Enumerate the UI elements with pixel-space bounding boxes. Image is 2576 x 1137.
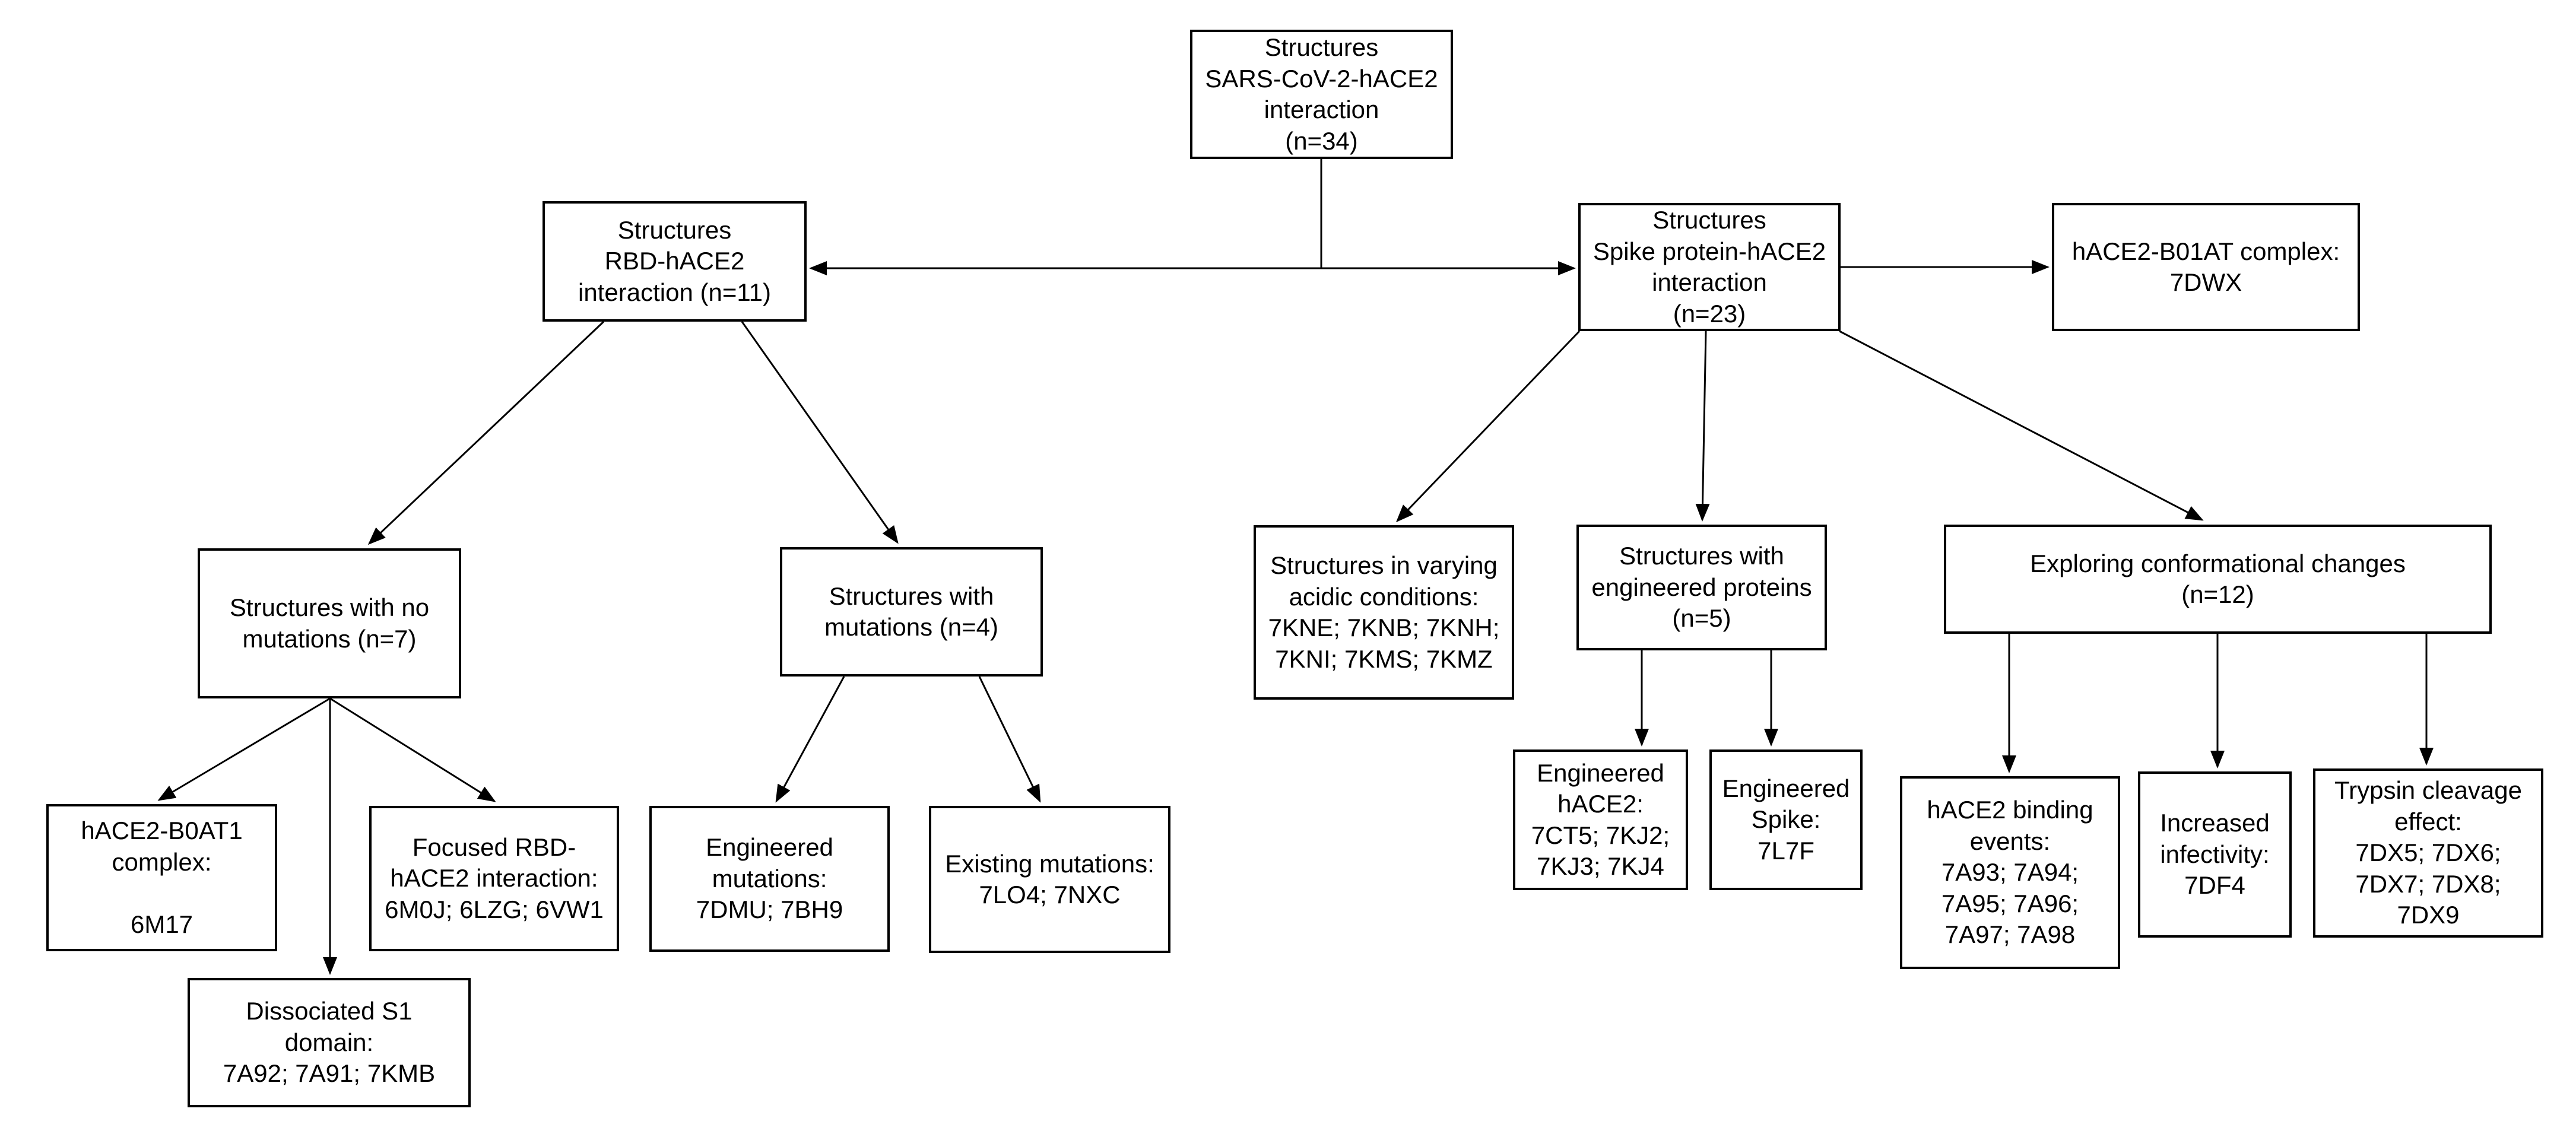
edge-mut-to-engineered-mutations — [775, 676, 845, 803]
node-increased-infectivity: Increased infectivity: 7DF4 — [2138, 771, 2292, 938]
node-spike-hace2: Structures Spike protein-hACE2 interacti… — [1578, 203, 1841, 331]
edge-rbd-to-with-mutations — [741, 321, 899, 544]
node-acidic-conditions: Structures in varying acidic conditions:… — [1254, 525, 1514, 700]
node-trypsin-cleavage: Trypsin cleavage effect: 7DX5; 7DX6; 7DX… — [2313, 768, 2543, 938]
node-acidic-conditions-label: Structures in varying acidic conditions:… — [1268, 551, 1500, 673]
node-binding-events: hACE2 binding events: 7A93; 7A94; 7A95; … — [1900, 776, 2120, 969]
node-dissociated-s1: Dissociated S1 domain: 7A92; 7A91; 7KMB — [188, 978, 471, 1107]
node-rbd-hace2: Structures RBD-hACE2 interaction (n=11) — [543, 201, 807, 322]
edge-rbd-to-no-mutations — [367, 320, 605, 545]
node-focused-rbd-label: Focused RBD- hACE2 interaction: 6M0J; 6L… — [385, 833, 604, 923]
node-b01at-complex-label: hACE2-B01AT complex: 7DWX — [2071, 237, 2340, 297]
node-b0at1-complex: hACE2-B0AT1 complex: 6M17 — [46, 804, 277, 951]
node-engineered-hace2: Engineered hACE2: 7CT5; 7KJ2; 7KJ3; 7KJ4 — [1513, 749, 1688, 890]
node-root-label: Structures SARS-CoV-2-hACE2 interaction … — [1205, 33, 1438, 155]
node-engineered-proteins-label: Structures with engineered proteins (n=5… — [1591, 542, 1812, 633]
node-trypsin-cleavage-label: Trypsin cleavage effect: 7DX5; 7DX6; 7DX… — [2334, 776, 2522, 929]
node-binding-events-label: hACE2 binding events: 7A93; 7A94; 7A95; … — [1927, 796, 2093, 949]
node-no-mutations: Structures with no mutations (n=7) — [198, 548, 461, 698]
node-existing-mutations-label: Existing mutations: 7LO4; 7NXC — [945, 849, 1154, 909]
node-root: Structures SARS-CoV-2-hACE2 interaction … — [1190, 30, 1453, 159]
node-dissociated-s1-label: Dissociated S1 domain: 7A92; 7A91; 7KMB — [223, 997, 436, 1088]
node-engineered-spike: Engineered Spike: 7L7F — [1709, 749, 1863, 890]
node-rbd-hace2-label: Structures RBD-hACE2 interaction (n=11) — [578, 215, 771, 306]
node-existing-mutations: Existing mutations: 7LO4; 7NXC — [929, 806, 1170, 953]
node-engineered-mutations-label: Engineered mutations: 7DMU; 7BH9 — [696, 833, 843, 924]
node-focused-rbd: Focused RBD- hACE2 interaction: 6M0J; 6L… — [369, 806, 619, 951]
edge-nomut-to-focused — [329, 697, 496, 802]
node-conformational-changes: Exploring conformational changes (n=12) — [1944, 525, 2492, 634]
edge-spike-to-acidic — [1395, 330, 1581, 523]
node-no-mutations-label: Structures with no mutations (n=7) — [229, 593, 430, 653]
edge-spike-to-conformational — [1839, 330, 2204, 521]
node-with-mutations-label: Structures with mutations (n=4) — [824, 582, 998, 641]
edge-nomut-to-b0at1 — [157, 697, 331, 801]
node-b01at-complex: hACE2-B01AT complex: 7DWX — [2052, 203, 2360, 331]
edge-mut-to-existing-mutations — [978, 676, 1041, 803]
node-spike-hace2-label: Structures Spike protein-hACE2 interacti… — [1592, 206, 1826, 328]
node-engineered-proteins: Structures with engineered proteins (n=5… — [1576, 525, 1827, 650]
node-engineered-hace2-label: Engineered hACE2: 7CT5; 7KJ2; 7KJ3; 7KJ4 — [1531, 758, 1670, 881]
node-with-mutations: Structures with mutations (n=4) — [780, 547, 1043, 677]
node-engineered-mutations: Engineered mutations: 7DMU; 7BH9 — [649, 806, 890, 952]
node-increased-infectivity-label: Increased infectivity: 7DF4 — [2160, 809, 2270, 900]
edge-spike-to-engineered-proteins — [1695, 331, 1710, 522]
node-b0at1-complex-label: hACE2-B0AT1 complex: 6M17 — [81, 817, 243, 938]
node-engineered-spike-label: Engineered Spike: 7L7F — [1722, 774, 1850, 865]
node-conformational-changes-label: Exploring conformational changes (n=12) — [2030, 549, 2406, 609]
